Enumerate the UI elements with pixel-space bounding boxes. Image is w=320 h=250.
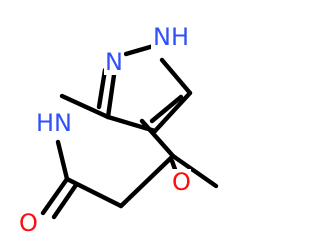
structure-canvas: N NH HN O O xyxy=(18,23,219,237)
atom-labels: N NH HN O O xyxy=(18,23,191,237)
bond-c3-methyl xyxy=(59,93,111,120)
atom-nh-pyrazole-label: NH xyxy=(153,23,189,51)
mask-n1 xyxy=(104,49,124,75)
bond-ketone-methyl xyxy=(170,153,219,189)
bond-c3-n1 xyxy=(105,65,118,120)
atom-o-ketone-label: O xyxy=(172,168,191,196)
bond-c5-c4-double xyxy=(149,94,184,124)
mask-nh-pyrazole xyxy=(151,24,185,50)
bond-ketone-ch2 xyxy=(118,153,176,209)
atom-nh-amide-label: HN xyxy=(36,109,72,137)
molecule-structure: N NH HN O O xyxy=(18,23,219,237)
mask-o-amide xyxy=(18,210,38,236)
atom-o-amide-label: O xyxy=(19,209,38,237)
bond-c5-c4 xyxy=(152,90,193,134)
mask-nh-amide xyxy=(36,110,70,136)
mask-o-ketone xyxy=(171,169,191,195)
bond-amide-c-o-double xyxy=(51,182,79,220)
bond-amide-c-o xyxy=(40,176,70,216)
atom-n1-label: N xyxy=(105,48,123,76)
bonds xyxy=(40,42,219,220)
bond-amide-c-n xyxy=(55,139,70,182)
bond-c3-n1-double xyxy=(96,67,108,110)
bond-chain-c4-ketone xyxy=(139,118,176,159)
bond-nh-c5 xyxy=(159,57,193,96)
